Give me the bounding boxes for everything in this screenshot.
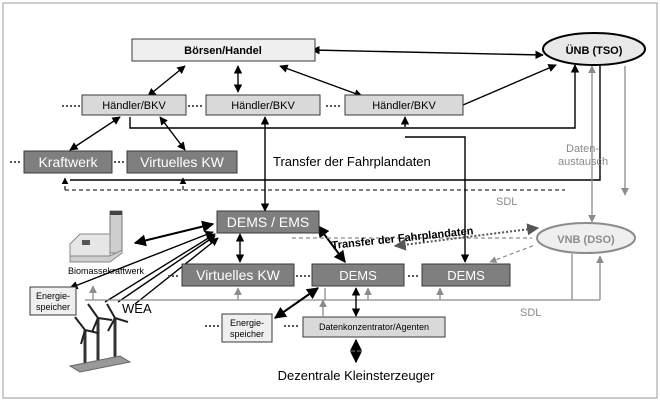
wea-label: WEA [122,301,152,316]
connections [10,45,629,364]
biomasse-icon [69,210,123,263]
link-boersen-haendler1 [147,65,186,97]
link-haendler1-kraftwerk [69,116,121,151]
link-haendler1-vkw [159,116,186,151]
link-boersen-uenb [311,45,544,60]
kraftwerk-label: Kraftwerk [38,154,98,170]
link-haendler3-uenb [462,64,557,106]
sdl-label-top: SDL [496,196,517,208]
datenkonzentrator-label: Datenkonzentrator/Agenten [319,322,429,332]
link-dems-dems-mid [317,225,346,263]
haendler-box-2 [205,94,321,116]
sdl-label-bottom: SDL [520,307,541,319]
vkw-top-box [126,150,238,174]
haendler-box-1 [81,94,187,116]
link-uenb-down [70,66,601,181]
haendler-box-3 [344,94,464,116]
transfer-label-top: Transfer der Fahrplandaten [273,154,431,169]
dems-ems-label: DEMS / EMS [227,214,309,230]
vnb-ellipse [536,222,636,254]
link-dems-wea3 [134,237,219,305]
haendler-label-3: Händler/BKV [372,100,436,112]
boersen-handel-label: Börsen/Handel [184,45,262,57]
link-haendler3-dems [405,136,470,263]
energiespeicher-left-label-1: Energie- [36,291,70,301]
dems-ems-box [216,210,320,234]
vnb-label: VNB (DSO) [557,234,615,246]
link-haendler1-uenb [129,64,580,129]
link-boersen-haendler3 [279,64,363,98]
link-dems-wea2 [117,235,216,303]
transfer-dashed-arrow [393,223,540,251]
dems-mid-box [311,263,405,287]
kraftwerk-box [23,150,113,174]
energiespeicher-bottom-label-2: speicher [230,329,264,339]
uenb-ellipse [542,32,646,66]
vkw-bottom-box [181,263,295,287]
energiespeicher-bottom-label-1: Energie- [230,318,264,328]
vkw-bottom-label: Virtuelles KW [196,267,281,283]
datenkonzentrator-box [302,316,446,338]
energiespeicher-left-label-2: speicher [36,302,70,312]
datenaustausch-label-1: Daten- [566,143,599,155]
uenb-label: ÜNB (TSO) [566,44,623,57]
biomasse-label: Biomassekraftwerk [68,266,145,276]
dems-right-box [421,263,511,287]
link-dems-energiespeicher [69,230,214,290]
energiespeicher-bottom-box [221,313,273,343]
energiespeicher-left-box [29,286,77,316]
wind-turbines-icon [68,303,132,373]
haendler-label-2: Händler/BKV [231,100,295,112]
link-dems-wea1 [104,233,216,303]
dems-mid-label: DEMS [339,268,377,283]
vkw-top-label: Virtuelles KW [140,154,225,170]
haendler-label-1: Händler/BKV [102,100,166,112]
link-dems-energiespeicher-bot [274,287,319,319]
datenaustausch-label-2: austausch [558,156,608,168]
dezentrale-label: Dezentrale Kleinsterzeuger [278,368,435,383]
transfer-vnb-dems-right [489,244,536,264]
dems-right-label: DEMS [447,268,485,283]
boersen-handel-box [131,38,316,62]
